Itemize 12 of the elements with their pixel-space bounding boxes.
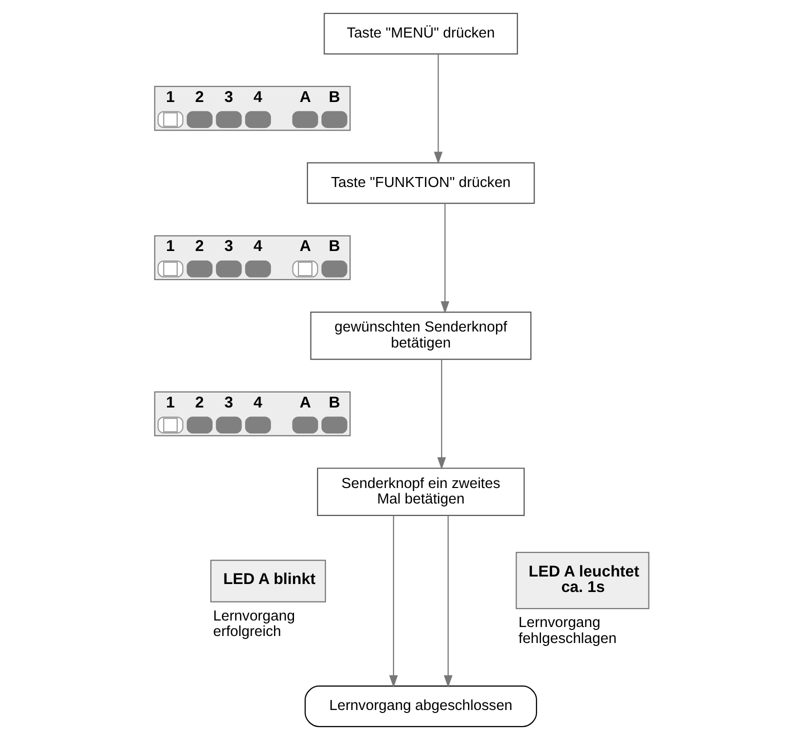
- arrow: [443, 515, 452, 688]
- node-box: Lernvorgang abgeschlossen: [304, 685, 537, 727]
- node-label: Lernvorgang fehlgeschlagen: [518, 614, 616, 646]
- node-box: gewünschten Senderknopf betätigen: [310, 311, 531, 360]
- node-box: Taste "MENÜ" drücken: [323, 12, 518, 54]
- node-box: Senderknopf ein zweites Mal betätigen: [316, 467, 524, 516]
- arrow: [440, 202, 449, 314]
- arrow: [436, 358, 446, 470]
- arrow: [433, 54, 442, 164]
- arrow: [388, 515, 398, 688]
- node-label: Lernvorgang erfolgreich: [212, 608, 294, 640]
- node-box: Taste "FUNKTION" drücken: [306, 162, 534, 204]
